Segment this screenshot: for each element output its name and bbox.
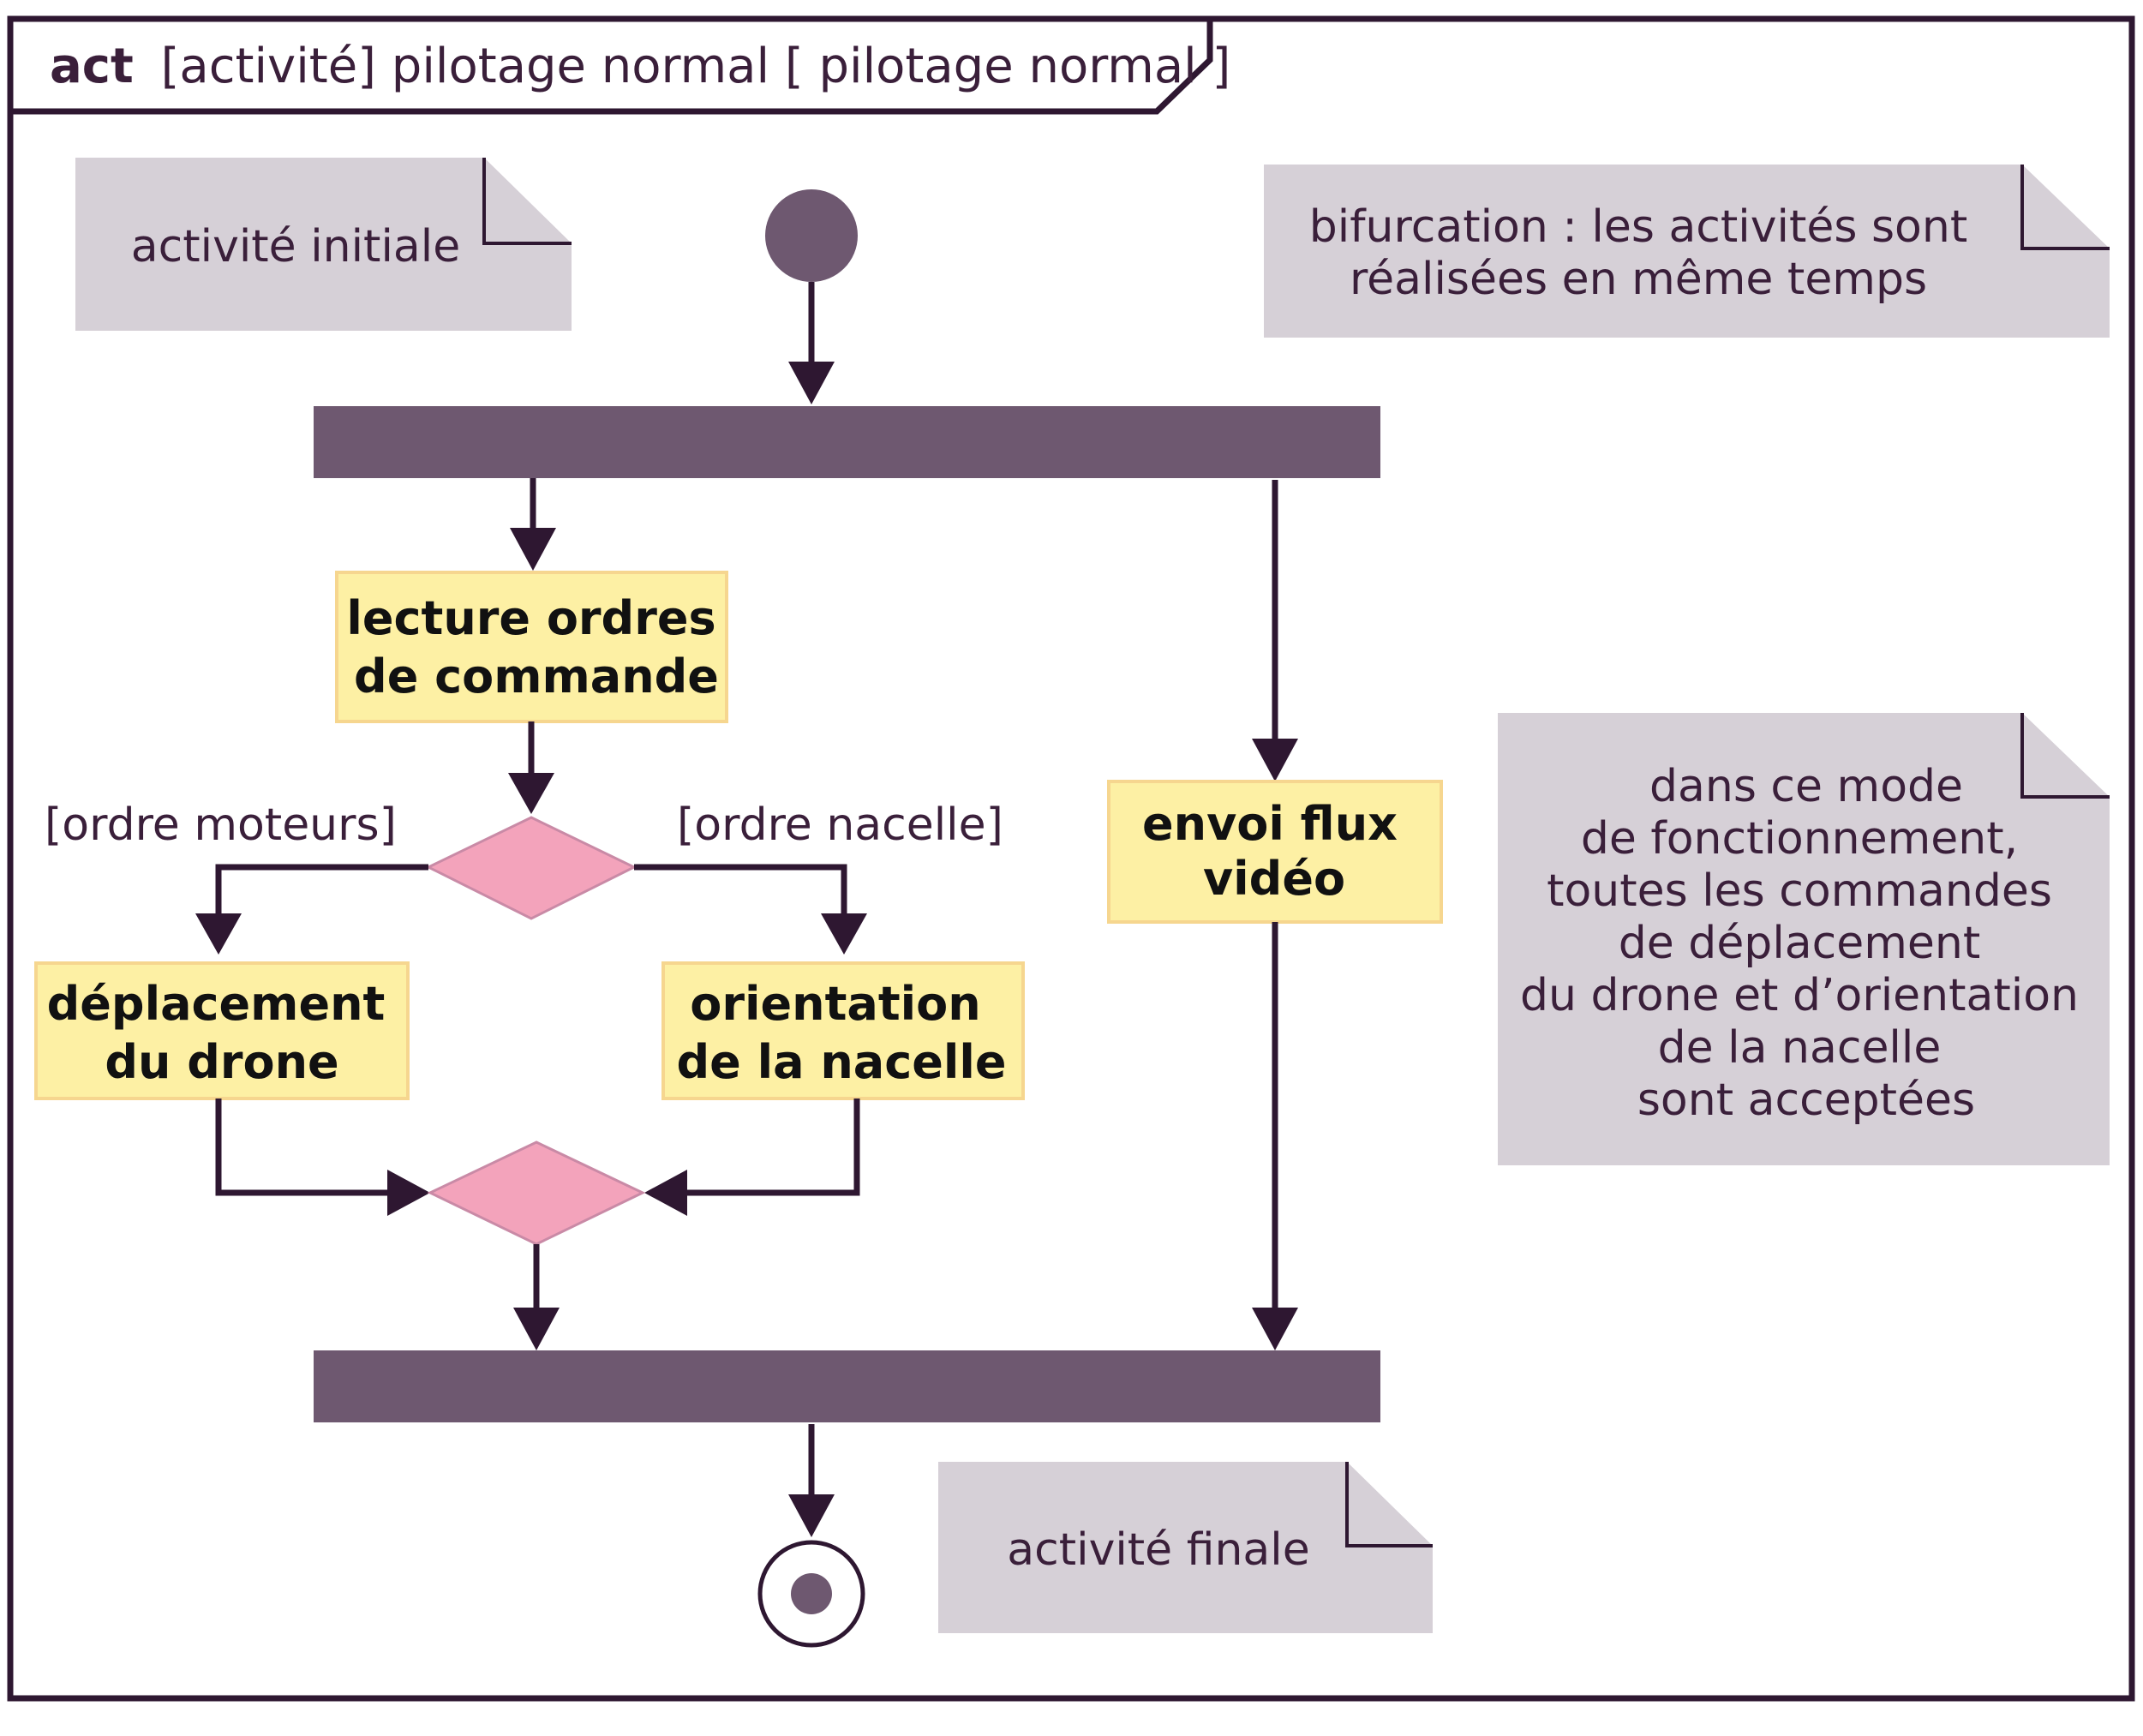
action-deplacement-line-1: déplacement — [47, 977, 386, 1031]
guard-ordre-moteurs: [ordre moteurs] — [45, 799, 397, 851]
frame-title: act [activité] pilotage normal [ pilotag… — [50, 39, 1230, 94]
action-orientation-line-1: orientation — [690, 977, 980, 1031]
action-lecture-line-2: de commande — [354, 650, 719, 703]
note-final-text: activité finale — [1007, 1524, 1309, 1576]
decision-node — [425, 816, 638, 920]
final-node — [757, 1540, 865, 1648]
action-deplacement-drone: déplacement du drone — [34, 961, 410, 1100]
merge-node — [427, 1140, 646, 1246]
initial-node — [765, 189, 858, 282]
action-deplacement-line-2: du drone — [105, 1035, 338, 1089]
note-final: activité finale — [938, 1462, 1433, 1633]
note-mode-line-1: dans ce mode — [1649, 761, 1963, 812]
note-fork-line-2: réalisées en même temps — [1350, 254, 1927, 305]
frame-title-text: [activité] pilotage normal [ pilotage no… — [161, 39, 1231, 94]
arrow-join-to-final — [788, 1424, 835, 1537]
note-mode: dans ce mode de fonctionnement, toutes l… — [1498, 713, 2110, 1165]
frame-title-tab — [7, 15, 1213, 115]
note-fork: bifurcation : les activités sont réalisé… — [1264, 165, 2110, 338]
note-mode-line-6: de la nacelle — [1658, 1022, 1942, 1074]
action-lecture-ordres: lecture ordres de commande — [335, 571, 728, 723]
arrow-fork-to-video — [1252, 480, 1298, 781]
action-lecture-line-1: lecture ordres — [346, 591, 715, 645]
arrow-orientation-to-merge — [644, 1098, 860, 1216]
note-mode-line-2: de fonctionnement, — [1581, 813, 2018, 865]
arrow-lecture-to-decision — [508, 721, 554, 814]
arrow-video-to-join — [1252, 922, 1298, 1350]
action-orientation-nacelle: orientation de la nacelle — [661, 961, 1025, 1100]
arrow-fork-to-lecture — [510, 478, 556, 571]
action-video-line-1: envoi flux — [1142, 797, 1398, 851]
frame-keyword: act — [50, 39, 134, 94]
guard-ordre-nacelle: [ordre nacelle] — [677, 799, 1003, 851]
note-mode-line-7: sont acceptées — [1637, 1075, 1975, 1126]
fork-bar — [314, 406, 1380, 478]
join-bar — [314, 1350, 1380, 1422]
arrow-initial-to-fork — [788, 282, 835, 404]
arrow-deplacement-to-merge — [215, 1098, 430, 1216]
note-mode-line-3: toutes les commandes — [1547, 865, 2052, 917]
action-envoi-flux-video: envoi flux vidéo — [1107, 780, 1443, 924]
arrow-decision-to-deplacement — [195, 864, 428, 955]
note-initial-text: activité initiale — [131, 221, 460, 272]
note-mode-line-5: du drone et d’orientation — [1520, 970, 2079, 1021]
arrow-merge-to-join — [513, 1244, 560, 1350]
note-initial: activité initiale — [75, 158, 572, 331]
action-video-line-2: vidéo — [1203, 852, 1345, 906]
note-fork-line-1: bifurcation : les activités sont — [1309, 201, 1967, 253]
note-mode-line-4: de déplacement — [1619, 918, 1980, 969]
arrow-decision-to-orientation — [634, 864, 867, 955]
action-orientation-line-2: de la nacelle — [677, 1035, 1007, 1089]
